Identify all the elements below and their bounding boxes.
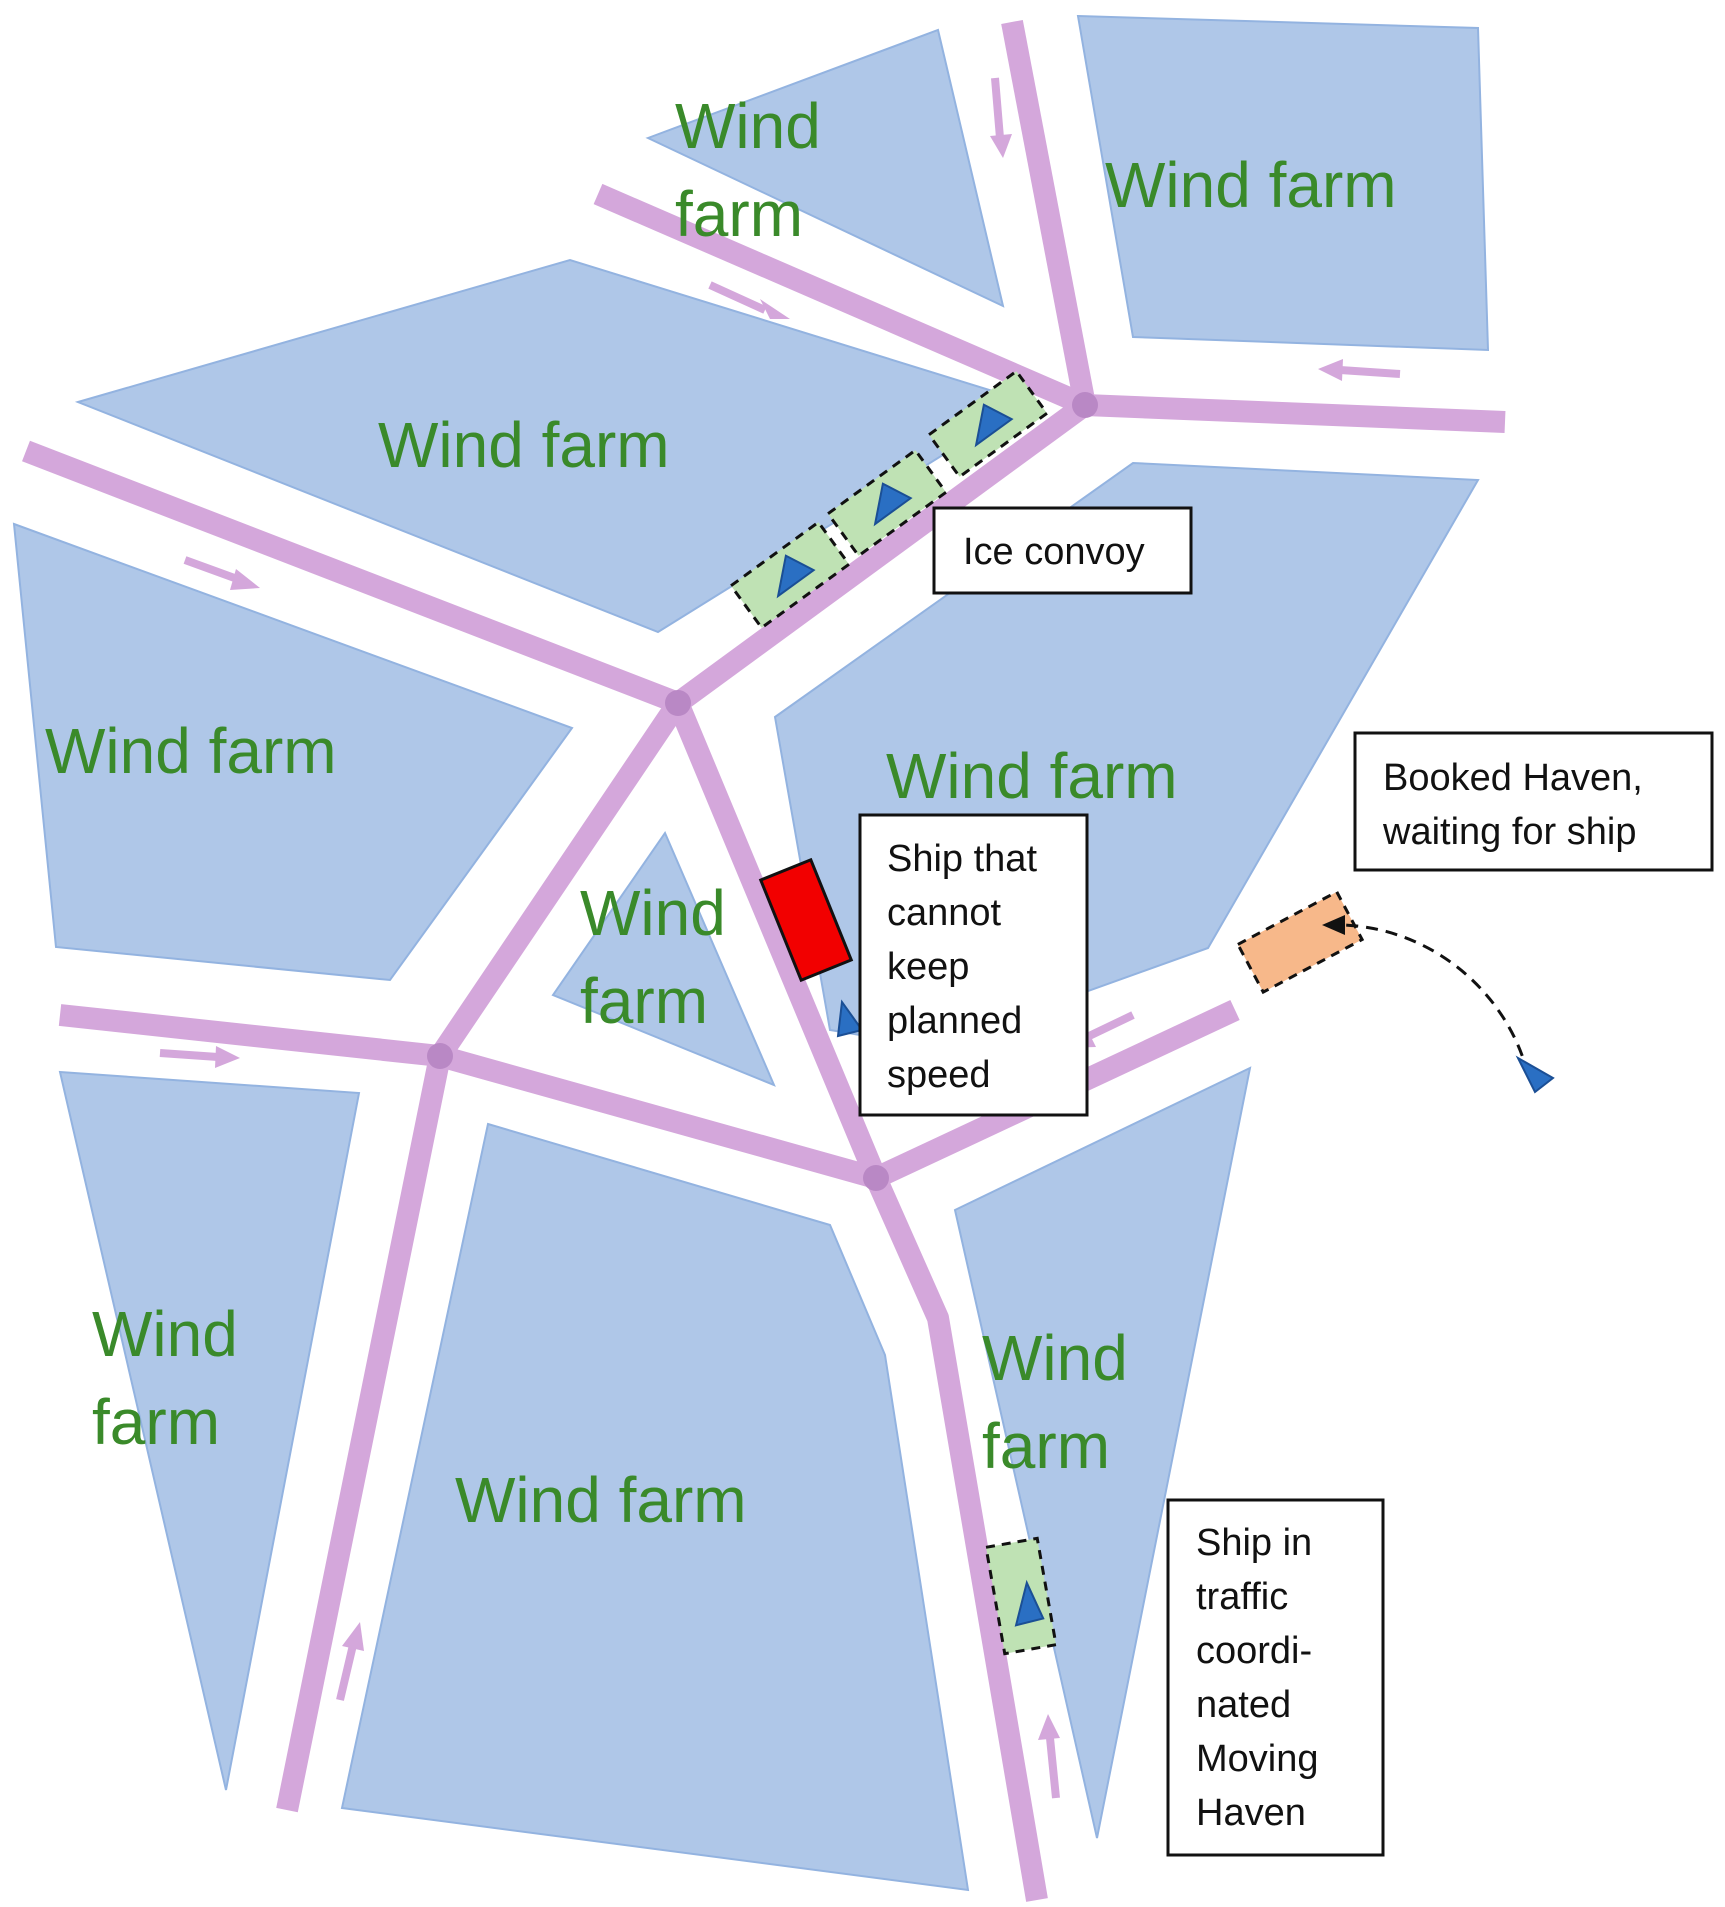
booked-haven-group <box>1235 889 1555 1094</box>
lane-junctions <box>427 392 1098 1191</box>
ship-icon <box>974 403 1014 448</box>
farm-label-mid-left: Wind farm <box>45 715 337 787</box>
direction-arrow-top-diagonal <box>708 281 790 319</box>
lane-north-vertical <box>1001 19 1096 408</box>
ship-icon <box>836 999 864 1038</box>
moving-haven <box>984 1536 1058 1656</box>
junction-south <box>863 1165 889 1191</box>
direction-arrow-west-upper <box>183 556 260 590</box>
lane-central-south <box>667 698 1048 1902</box>
ice-convoy-group <box>728 369 1050 630</box>
direction-arrow-east-left <box>1318 359 1401 381</box>
farm-label-top-center: Wind farm <box>675 90 839 250</box>
junction-center <box>665 690 691 716</box>
farm-label-upper-left: Wind farm <box>378 409 670 481</box>
direction-arrows <box>159 77 1401 1799</box>
farm-label-center-right: Wind farm <box>886 740 1178 812</box>
moving-haven-group <box>984 1536 1058 1656</box>
wind-farm-area-lower-left <box>58 1070 361 1791</box>
wind-farm-area-top-right <box>1076 14 1490 352</box>
ship-icon <box>1515 1055 1555 1094</box>
callout-moving-haven: Ship in traffic coordi- nated Moving Hav… <box>1166 1498 1385 1857</box>
lane-east-horizontal <box>1084 394 1506 433</box>
direction-arrow-north-down <box>990 77 1012 158</box>
farm-label-center-small: Wind farm <box>580 877 744 1037</box>
ship-icon <box>1014 1579 1045 1627</box>
farm-label-lower-right: Wind farm <box>982 1322 1146 1482</box>
farm-label-top-right: Wind farm <box>1105 149 1397 221</box>
callout-ice-convoy: Ice convoy <box>932 506 1193 595</box>
callout-booked-haven-text: Booked Haven, waiting for ship <box>1382 757 1653 853</box>
callout-ice-convoy-text: Ice convoy <box>963 531 1145 573</box>
callout-booked-haven: Booked Haven, waiting for ship <box>1353 731 1714 872</box>
convoy-haven-2 <box>825 448 949 558</box>
convoy-haven-3 <box>926 369 1050 479</box>
junction-north <box>1072 392 1098 418</box>
problem-ship-haven <box>758 857 854 983</box>
wind-farm-area-mid-left <box>12 522 574 982</box>
direction-arrow-west-lower <box>159 1046 240 1068</box>
farm-label-lower-left: Wind farm <box>92 1298 256 1458</box>
lane-west-upper <box>22 440 682 714</box>
junction-west <box>427 1043 453 1069</box>
lane-top-diagonal <box>593 183 1090 416</box>
lane-convoy-route <box>671 396 1092 712</box>
wind-farm-area-center-small <box>551 830 776 1087</box>
wind-farm-areas <box>12 14 1490 1892</box>
ship-icon <box>873 482 913 527</box>
callout-slow-ship-text: Ship that cannot keep planned speed <box>887 838 1048 1096</box>
wind-farm-labels: Wind farm Wind farm Wind farm Wind farm … <box>45 90 1397 1536</box>
slow-ship-group <box>758 857 864 1038</box>
approach-arrowhead <box>1322 915 1345 935</box>
wind-farm-area-lower-center <box>340 1122 970 1892</box>
callout-slow-ship: Ship that cannot keep planned speed <box>858 813 1089 1117</box>
approach-path <box>1344 923 1530 1076</box>
callout-moving-haven-text: Ship in traffic coordi- nated Moving Hav… <box>1196 1522 1329 1834</box>
wind-farm-area-top-center <box>645 28 1005 308</box>
ship-icon <box>776 554 816 599</box>
direction-arrow-southwest-up <box>336 1622 364 1701</box>
convoy-haven-1 <box>728 520 852 630</box>
wind-farm-area-lower-right <box>953 1066 1252 1839</box>
direction-arrow-south-up <box>1038 1714 1060 1799</box>
farm-label-lower-center: Wind farm <box>455 1464 747 1536</box>
booked-haven <box>1235 889 1365 995</box>
